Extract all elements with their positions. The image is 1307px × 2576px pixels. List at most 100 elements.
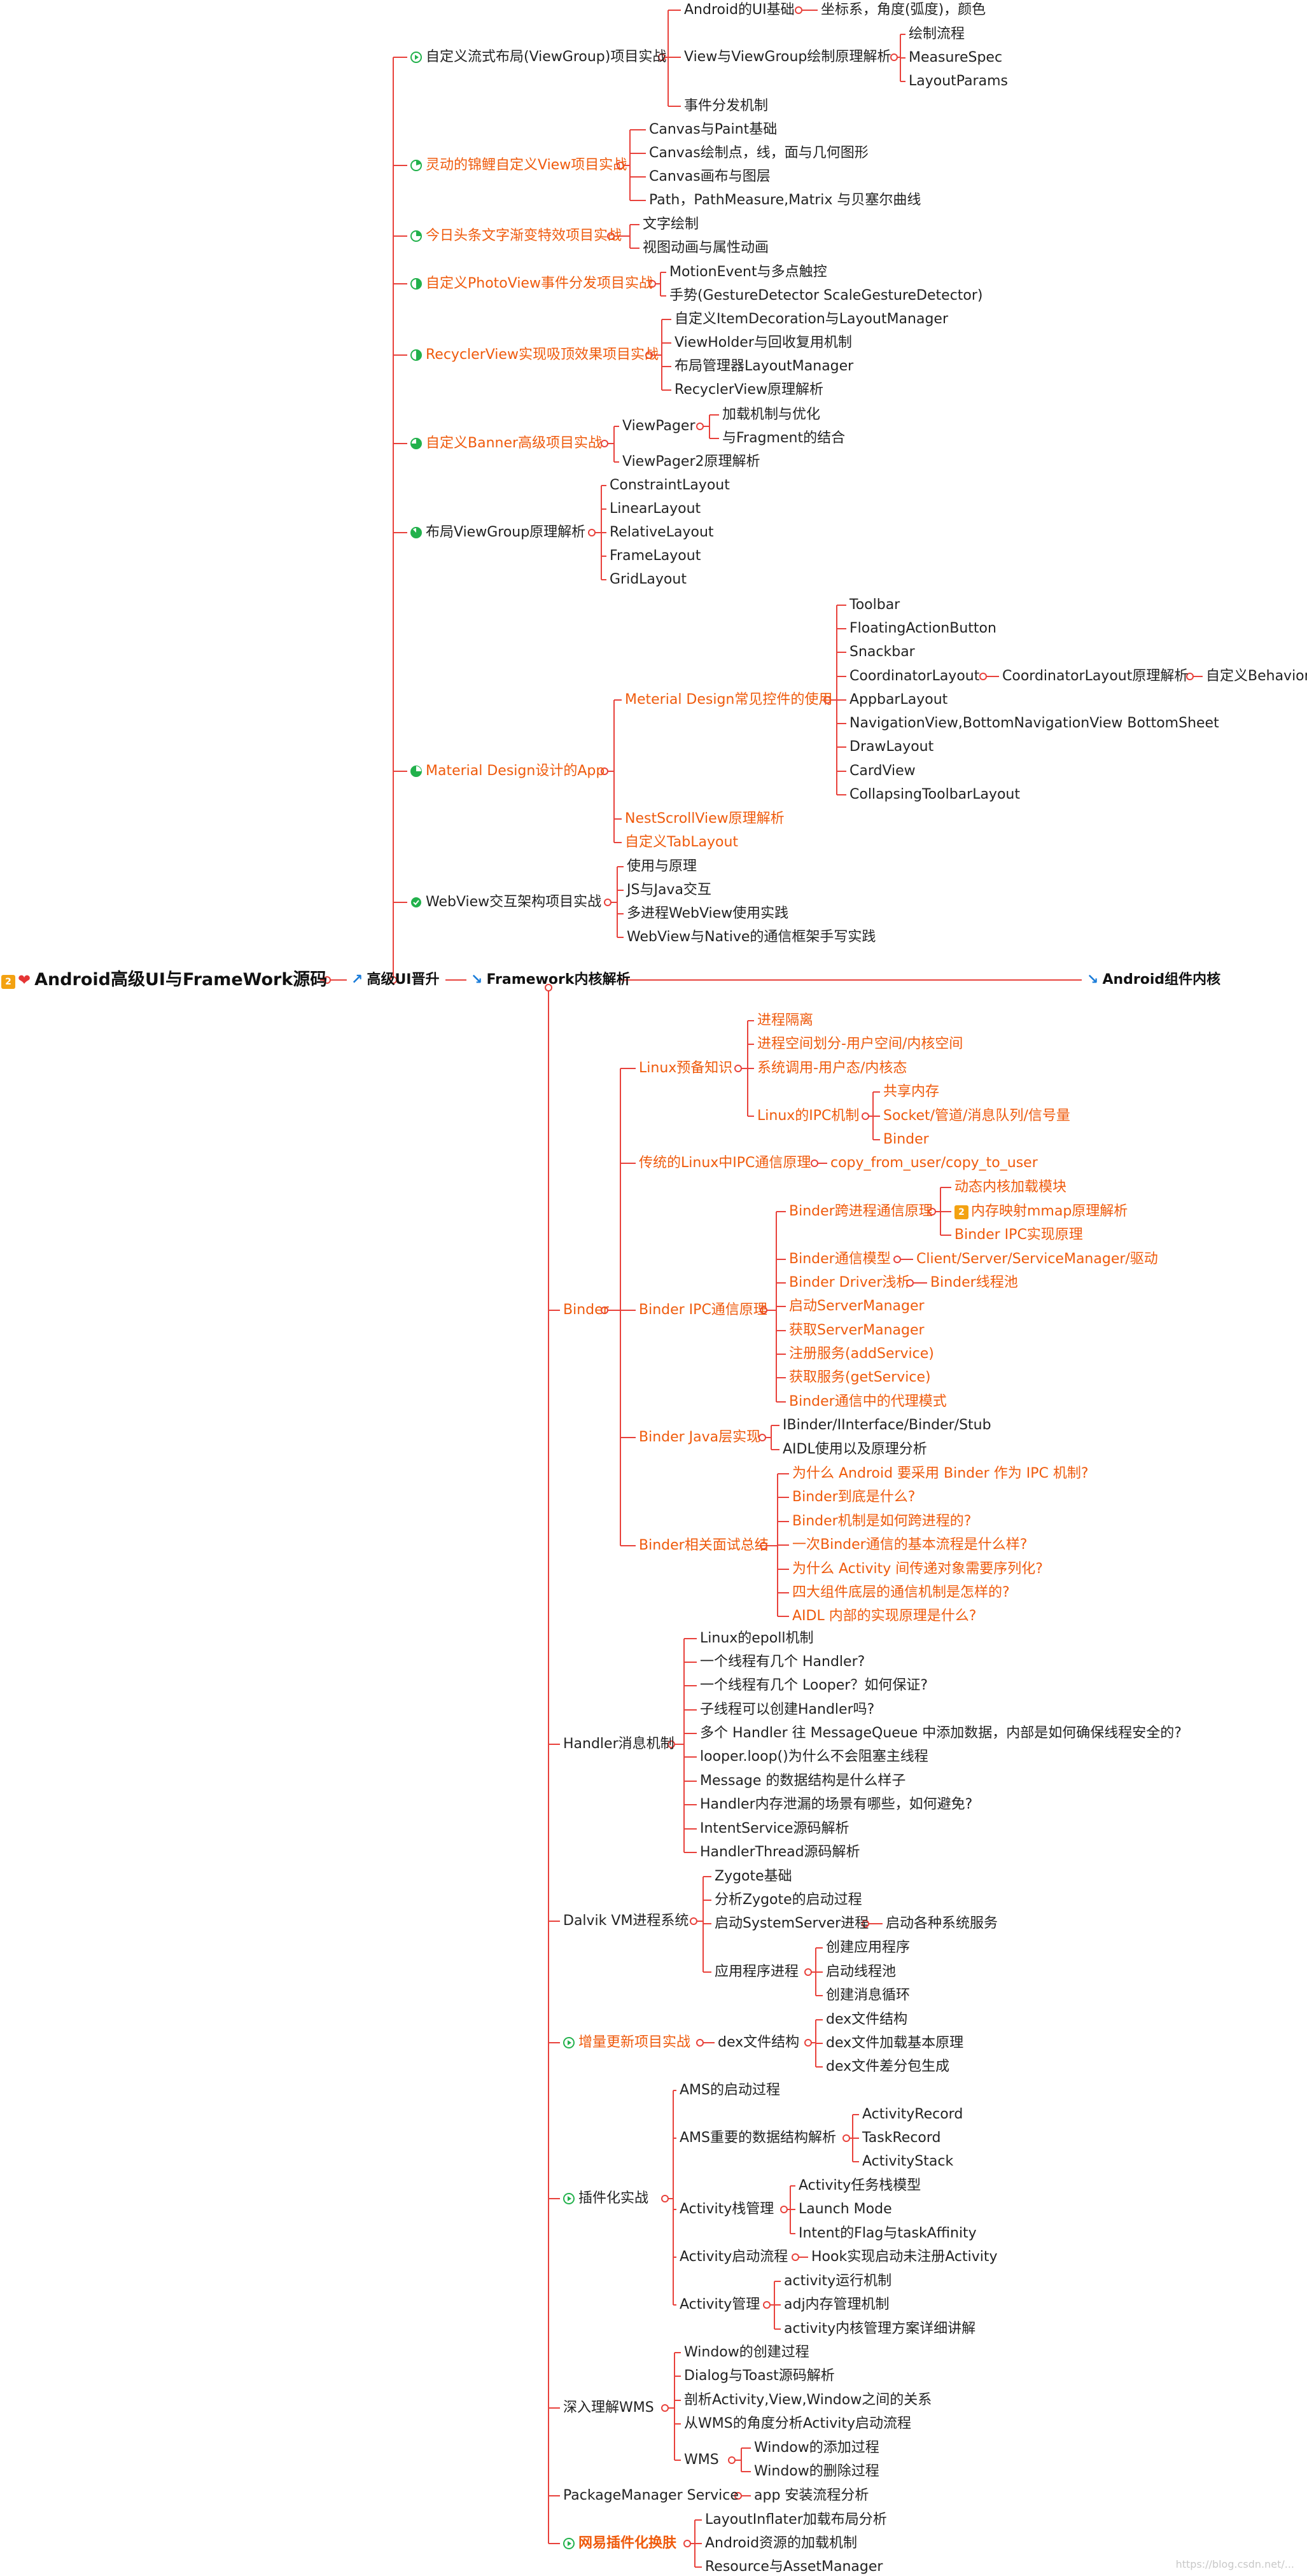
node-wv-usage[interactable]: 使用与原理 xyxy=(627,858,697,874)
node-pms[interactable]: PackageManager Service xyxy=(563,2488,739,2503)
node-plugin[interactable]: 插件化实战 xyxy=(563,2190,648,2209)
node-text-draw[interactable]: 文字绘制 xyxy=(643,216,699,232)
node-h1[interactable]: Linux的epoll机制 xyxy=(700,1630,814,1646)
node-h4[interactable]: 子线程可以创建Handler吗? xyxy=(700,1702,875,1718)
node-process-isolation[interactable]: 进程隔离 xyxy=(757,1012,814,1028)
node-h9[interactable]: IntentService源码解析 xyxy=(700,1821,849,1837)
node-recycler-principle[interactable]: RecyclerView原理解析 xyxy=(674,382,823,398)
node-skin[interactable]: 网易插件化换肤 xyxy=(563,2535,676,2554)
node-h3[interactable]: 一个线程有几个 Looper？如何保证? xyxy=(700,1677,928,1693)
node-gesture[interactable]: 手势(GestureDetector ScaleGestureDetector) xyxy=(669,288,983,304)
node-wv-native[interactable]: WebView与Native的通信框架手写实践 xyxy=(627,929,876,945)
node-process-space[interactable]: 进程空间划分-用户空间/内核空间 xyxy=(757,1036,963,1052)
node-event-dispatch[interactable]: 事件分发机制 xyxy=(684,98,769,114)
node-linux-basics[interactable]: Linux预备知识 xyxy=(639,1060,733,1076)
node-activity-launch[interactable]: Activity启动流程 xyxy=(680,2249,788,2265)
node-create-loop[interactable]: 创建消息循环 xyxy=(826,1987,911,2003)
node-get-service[interactable]: 获取服务(getService) xyxy=(789,1369,931,1385)
node-relative[interactable]: RelativeLayout xyxy=(610,524,714,540)
node-constraint[interactable]: ConstraintLayout xyxy=(610,477,730,493)
node-add-service[interactable]: 注册服务(addService) xyxy=(789,1346,934,1362)
node-ams-struct[interactable]: AMS重要的数据结构解析 xyxy=(680,2130,836,2146)
node-q7[interactable]: AIDL 内部的实现原理是什么? xyxy=(792,1608,977,1624)
node-skin3[interactable]: Resource与AssetManager xyxy=(705,2559,883,2575)
node-zygote[interactable]: Zygote基础 xyxy=(715,1868,792,1884)
node-dalvik[interactable]: Dalvik VM进程系统 xyxy=(563,1913,689,1929)
node-start-sm[interactable]: 启动ServerManager xyxy=(789,1298,925,1314)
node-navview[interactable]: NavigationView,BottomNavigationView Bott… xyxy=(849,715,1219,731)
node-canvas-paint[interactable]: Canvas与Paint基础 xyxy=(649,122,778,137)
node-md-app[interactable]: Material Design设计的App xyxy=(410,762,605,782)
node-w-add[interactable]: Window的添加过程 xyxy=(754,2440,879,2456)
node-md-controls[interactable]: Meterial Design常见控件的使用 xyxy=(625,692,833,708)
node-ams-start[interactable]: AMS的启动过程 xyxy=(680,2082,780,2098)
node-aidl[interactable]: AIDL使用以及原理分析 xyxy=(783,1441,927,1457)
node-binder[interactable]: Binder xyxy=(563,1302,609,1318)
node-copy-user[interactable]: copy_from_user/copy_to_user xyxy=(830,1155,1038,1171)
node-launch-mode[interactable]: Launch Mode xyxy=(799,2201,892,2217)
node-hotfix[interactable]: 增量更新项目实战 xyxy=(563,2034,690,2054)
node-snackbar[interactable]: Snackbar xyxy=(849,644,915,660)
node-coords-color[interactable]: 坐标系，角度(弧度)，颜色 xyxy=(821,2,986,18)
node-custom-flow-layout[interactable]: 自定义流式布局(ViewGroup)项目实战 xyxy=(410,48,666,68)
node-task-record[interactable]: TaskRecord xyxy=(862,2130,941,2146)
node-path-bezier[interactable]: Path，PathMeasure,Matrix 与贝塞尔曲线 xyxy=(649,192,921,208)
node-q6[interactable]: 四大组件底层的通信机制是怎样的? xyxy=(792,1585,1010,1600)
node-stack-mgr[interactable]: Activity栈管理 xyxy=(680,2201,774,2217)
node-wv-js[interactable]: JS与Java交互 xyxy=(627,882,711,898)
node-coordinator-principle[interactable]: CoordinatorLayout原理解析 xyxy=(1002,668,1189,684)
node-syscall[interactable]: 系统调用-用户态/内核态 xyxy=(757,1060,907,1076)
node-q5[interactable]: 为什么 Activity 间传递对象需要序列化? xyxy=(792,1561,1043,1577)
node-measure-spec[interactable]: MeasureSpec xyxy=(909,50,1003,66)
node-binder-proxy[interactable]: Binder通信中的代理模式 xyxy=(789,1394,947,1410)
node-wms[interactable]: 深入理解WMS xyxy=(563,2400,654,2416)
node-zygote-start[interactable]: 分析Zygote的启动过程 xyxy=(715,1892,862,1908)
node-shared-mem[interactable]: 共享内存 xyxy=(883,1084,940,1100)
node-vp-fragment[interactable]: 与Fragment的结合 xyxy=(722,430,846,446)
node-banner-project[interactable]: 自定义Banner高级项目实战 xyxy=(410,435,602,454)
node-layout-params[interactable]: LayoutParams xyxy=(909,73,1008,89)
node-activity-stack[interactable]: ActivityStack xyxy=(862,2153,954,2169)
node-system-server[interactable]: 启动SystemServer进程 xyxy=(715,1915,869,1931)
node-android-ui-basics[interactable]: Android的UI基础 xyxy=(684,2,795,18)
node-linear[interactable]: LinearLayout xyxy=(610,501,701,517)
node-q2[interactable]: Binder到底是什么? xyxy=(792,1489,916,1505)
node-dex-s2[interactable]: dex文件加载基本原理 xyxy=(826,2035,964,2051)
node-binder-ipc-impl[interactable]: Binder IPC实现原理 xyxy=(954,1227,1083,1243)
node-traditional-ipc[interactable]: 传统的Linux中IPC通信原理 xyxy=(639,1155,811,1171)
node-frame[interactable]: FrameLayout xyxy=(610,548,701,564)
node-ibinder[interactable]: IBinder/IInterface/Binder/Stub xyxy=(783,1417,991,1433)
node-h5[interactable]: 多个 Handler 往 MessageQueue 中添加数据，内部是如何确保线… xyxy=(700,1725,1182,1741)
node-activity-record[interactable]: ActivityRecord xyxy=(862,2106,963,2122)
node-linux-ipc[interactable]: Linux的IPC机制 xyxy=(757,1108,860,1124)
node-w1[interactable]: Window的创建过程 xyxy=(684,2344,809,2360)
node-binder-java[interactable]: Binder Java层实现 xyxy=(639,1429,761,1445)
node-grid[interactable]: GridLayout xyxy=(610,571,687,587)
branch-components[interactable]: ↘Android组件内核 xyxy=(1087,972,1221,988)
node-socket-pipe[interactable]: Socket/管道/消息队列/信号量 xyxy=(883,1108,1070,1124)
node-h6[interactable]: looper.loop()为什么不会阻塞主线程 xyxy=(700,1749,928,1765)
node-collapsing[interactable]: CollapsingToolbarLayout xyxy=(849,787,1020,802)
root-node[interactable]: 2❤Android高级UI与FrameWork源码 xyxy=(1,971,327,989)
node-dyn-module[interactable]: 动态内核加载模块 xyxy=(954,1179,1067,1195)
node-layout-analysis[interactable]: 布局ViewGroup原理解析 xyxy=(410,524,585,543)
node-binder-cross[interactable]: Binder跨进程通信原理 xyxy=(789,1203,933,1219)
node-skin1[interactable]: LayoutInflater加载布局分析 xyxy=(705,2512,887,2528)
node-intent-flag[interactable]: Intent的Flag与taskAffinity xyxy=(799,2225,977,2241)
node-get-sm[interactable]: 获取ServerManager xyxy=(789,1322,925,1338)
node-binder-model[interactable]: Binder通信模型 xyxy=(789,1251,891,1267)
node-q3[interactable]: Binder机制是如何跨进程的? xyxy=(792,1513,972,1529)
node-q1[interactable]: 为什么 Android 要采用 Binder 作为 IPC 机制? xyxy=(792,1466,1089,1481)
node-viewpager2[interactable]: ViewPager2原理解析 xyxy=(622,454,760,470)
node-pms-install[interactable]: app 安装流程分析 xyxy=(754,2488,869,2503)
node-viewholder[interactable]: ViewHolder与回收复用机制 xyxy=(674,335,852,351)
node-handler[interactable]: Handler消息机制 xyxy=(563,1736,674,1752)
node-bezier-project[interactable]: 灵动的锦鲤自定义View项目实战 xyxy=(410,157,627,176)
node-webview-project[interactable]: WebView交互架构项目实战 xyxy=(410,893,601,913)
node-drawlayout[interactable]: DrawLayout xyxy=(849,739,934,755)
node-motion-event[interactable]: MotionEvent与多点触控 xyxy=(669,264,827,280)
node-view-viewgroup-draw[interactable]: View与ViewGroup绘制原理解析 xyxy=(684,49,891,65)
node-task-model[interactable]: Activity任务栈模型 xyxy=(799,2178,921,2194)
node-sys-services[interactable]: 启动各种系统服务 xyxy=(886,1915,998,1931)
